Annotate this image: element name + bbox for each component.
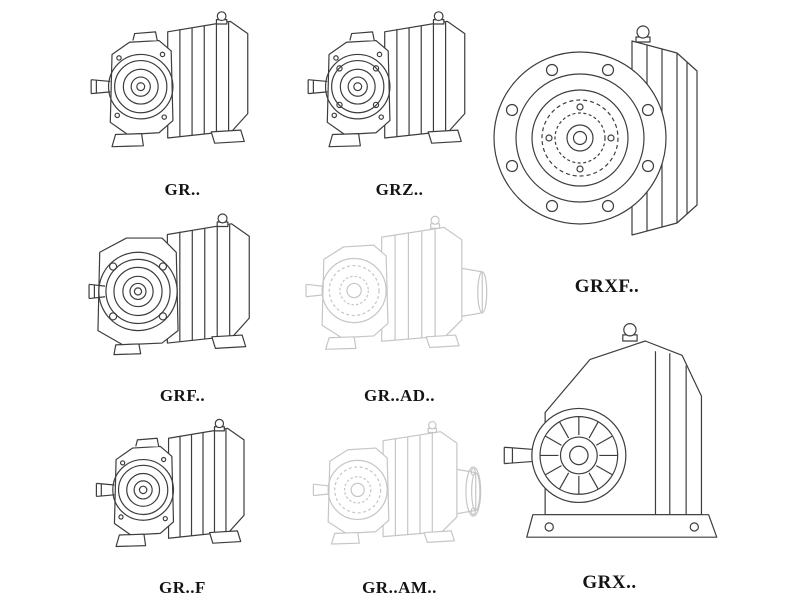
figure-label-grf: GRF.. <box>159 386 206 405</box>
figure-label-grx: GRX.. <box>582 572 637 593</box>
figure-label-grff: GR..F <box>159 578 206 597</box>
figure-grff: GR..F <box>75 412 290 598</box>
figure-grz: GRZ.. <box>292 4 507 200</box>
figure-grxf: GRXF.. <box>492 2 722 298</box>
figure-gram: GR..AM.. <box>292 412 507 598</box>
gearbox-drawing-grx <box>492 300 727 570</box>
gearbox-drawing-gr <box>75 4 290 178</box>
figure-label-grxf: GRXF.. <box>574 276 640 297</box>
figure-label-grad: GR..AD.. <box>363 386 436 405</box>
figure-label-grz: GRZ.. <box>375 180 424 199</box>
gearbox-drawing-gram <box>292 412 507 576</box>
figure-gr: GR.. <box>75 4 290 200</box>
gearbox-drawing-grad <box>292 206 507 384</box>
figure-grf: GRF.. <box>75 206 290 406</box>
gearbox-drawing-grff <box>75 412 290 576</box>
figure-label-gram: GR..AM.. <box>362 578 437 597</box>
gearbox-drawing-grf <box>75 206 290 384</box>
gearbox-drawing-grz <box>292 4 507 178</box>
figure-label-gr: GR.. <box>164 180 201 199</box>
figure-grad: GR..AD.. <box>292 206 507 406</box>
gearbox-drawing-grxf <box>492 2 722 274</box>
figure-grx: GRX.. <box>492 300 727 594</box>
